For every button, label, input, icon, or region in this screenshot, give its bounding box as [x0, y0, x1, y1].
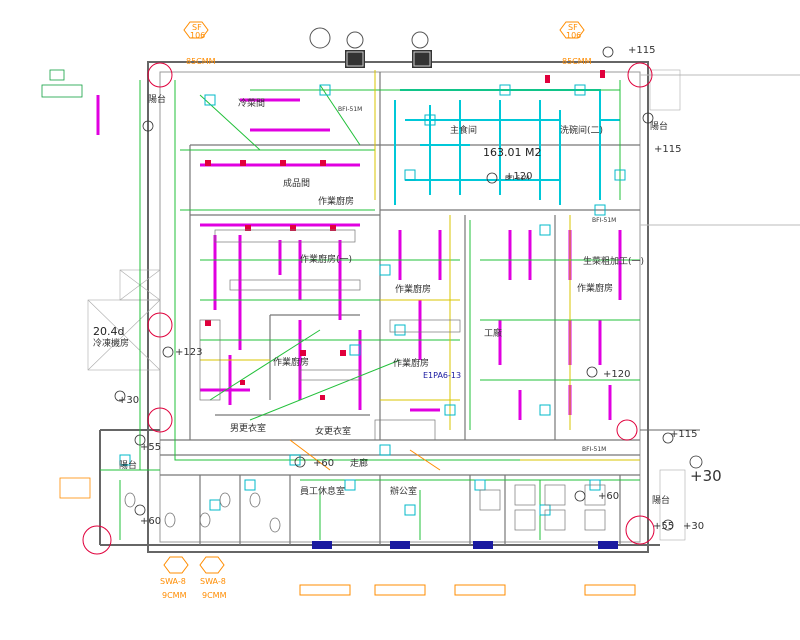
room-label-dish-room: 洗碗间(二) — [560, 126, 604, 136]
equipment-tag-sf1-cmm: 85CMM — [186, 57, 216, 66]
fan-units — [309, 27, 432, 68]
equipment-tag-e1pa: E1PA6-13 — [423, 371, 462, 380]
room-label-workroom-3: 作業廚房 — [395, 285, 432, 295]
partitions — [160, 72, 640, 545]
elevation-label: +115 — [654, 144, 682, 155]
exhaust-units — [299, 541, 636, 596]
elevation-label: +115 — [670, 429, 698, 440]
equipment-tag-swa2-cmm: 9CMM — [202, 591, 227, 600]
room-label-balcony-br: 陽台 — [652, 496, 671, 506]
elevation-label: +30 — [683, 521, 705, 532]
equipment-tag-bfi1: BFI-51M — [338, 106, 363, 113]
left-legend — [41, 69, 91, 499]
equipment-tag-bfi4: BFI-51M — [582, 446, 607, 453]
orange-lines — [289, 439, 441, 471]
room-label-balcony-left: 陽台 — [148, 95, 167, 105]
elevation-label: +123 — [175, 347, 203, 358]
toilets — [124, 492, 281, 533]
level-symbols — [114, 46, 703, 531]
room-label-workroom-6: 作業廚房 — [393, 359, 430, 369]
equipment-tag-swa1: SWA-8 — [160, 577, 186, 586]
equipment-tag-sf2: SF — [568, 23, 578, 32]
supply-diffusers — [119, 84, 626, 516]
room-area-label: 163.01 M2 — [483, 146, 542, 159]
elevation-label: +115 — [628, 45, 656, 56]
hatched-areas — [87, 69, 686, 541]
elevation-label: +60 — [598, 491, 620, 502]
room-label-workroom-7: 工廠 — [484, 329, 503, 339]
elevation-label: +55 — [653, 521, 675, 532]
room-label-workroom-4: 作業廚房 — [577, 284, 614, 294]
room-label-female-locker: 女更衣室 — [315, 427, 352, 437]
elevation-label: +120 — [505, 171, 533, 182]
equipment-tag-sf1-num: 106 — [190, 31, 206, 40]
elevation-label: +120 — [603, 369, 631, 380]
equipment-tag-swa2: SWA-8 — [200, 577, 226, 586]
equipment-tag-swa1-cmm: 9CMM — [162, 591, 187, 600]
elevation-label: +30 — [118, 395, 140, 406]
room-label-staple-room: 主食间 — [450, 126, 478, 136]
room-label-corridor: 走廊 — [350, 459, 369, 469]
yellow-pipes — [200, 70, 640, 461]
room-label-balcony-right: 陽台 — [650, 122, 669, 132]
equipment-tag-sf2-cmm: 85CMM — [562, 57, 592, 66]
room-label-cold-store: 20.4d — [93, 325, 125, 338]
red-diffusers — [205, 70, 605, 400]
column-markers — [82, 62, 655, 555]
elevation-label: +60 — [313, 458, 335, 469]
equipment-tag-sf1: SF — [192, 23, 202, 32]
room-label-workroom-2: 作業廚房(一) — [300, 255, 353, 265]
room-label-office: 辦公室 — [390, 487, 418, 497]
room-label-finish-room: 成品間 — [283, 179, 311, 189]
elevation-label-large: +30 — [690, 467, 722, 485]
equipment-tag-bfi3: BFI-51M — [592, 217, 617, 224]
room-label-prep-room: 生菜粗加工(一) — [583, 257, 645, 267]
room-label-male-locker: 男更衣室 — [230, 424, 267, 434]
room-label-cold-store2: 冷凍機房 — [93, 339, 130, 349]
elevation-label: +55 — [140, 442, 162, 453]
room-label-workroom-5: 作業廚房 — [273, 358, 310, 368]
elevation-label: +60 — [140, 516, 162, 527]
equipment-hexagons — [163, 21, 585, 574]
room-label-workroom-1: 作業廚房 — [318, 197, 355, 207]
room-label-cool-kitchen: 冷菜間 — [238, 99, 266, 109]
room-label-staff-rest: 員工休息室 — [300, 487, 346, 497]
equipment-tag-bfi2: BFI-51M — [505, 175, 530, 182]
room-label-balcony-bottom: 陽台 — [119, 461, 138, 471]
equipment-tag-sf2-num: 106 — [566, 31, 582, 40]
